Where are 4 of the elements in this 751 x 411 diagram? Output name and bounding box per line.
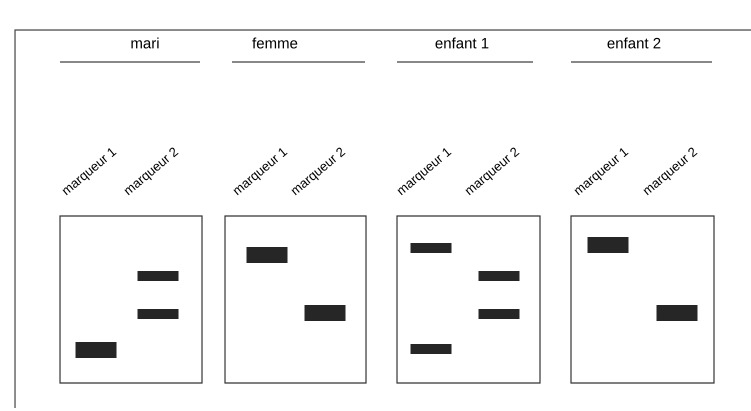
lane-heading: enfant 2	[608, 38, 660, 48]
lane-heading: femme	[252, 38, 298, 48]
lane-heading: mari	[131, 37, 159, 48]
lane-heading: enfant 1	[436, 38, 488, 48]
